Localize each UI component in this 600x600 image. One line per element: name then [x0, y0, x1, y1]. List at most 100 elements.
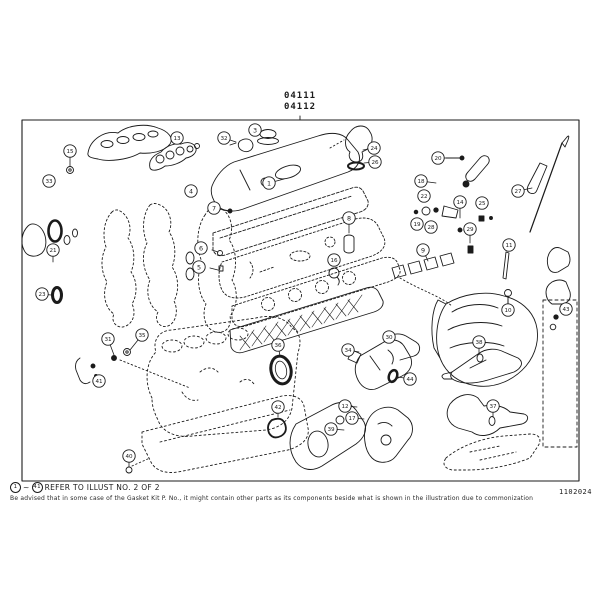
svg-text:9: 9: [421, 247, 425, 255]
svg-text:5: 5: [197, 264, 201, 272]
water-inlet-housing: [364, 406, 413, 463]
callout-17: 17: [345, 411, 365, 425]
svg-text:10: 10: [504, 308, 512, 314]
engine-block: [146, 316, 301, 437]
range-end-badge: 41: [31, 482, 43, 493]
svg-text:36: 36: [274, 343, 282, 349]
callout-41: 41: [92, 374, 106, 388]
svg-text:32: 32: [220, 136, 227, 142]
callout-16: 16: [327, 253, 341, 267]
svg-text:28: 28: [427, 225, 435, 231]
kit-code-04112: 04112: [283, 102, 317, 112]
oil-pan-baffle: [443, 433, 541, 471]
crankshaft-seal-ring: [269, 354, 293, 386]
callout-9: 9: [416, 243, 430, 262]
head-gasket: [231, 256, 401, 328]
hatched-gasket-plate: [229, 286, 384, 354]
svg-text:21: 21: [49, 248, 57, 254]
illustration-code: 1102024: [558, 488, 592, 496]
disclaimer-text: Be advised that in some case of the Gask…: [10, 495, 534, 502]
svg-text:8: 8: [347, 215, 351, 223]
svg-text:23: 23: [38, 292, 46, 298]
svg-text:41: 41: [95, 379, 103, 385]
callout-24: 24: [362, 141, 381, 155]
svg-text:15: 15: [66, 149, 74, 155]
callout-14: 14: [453, 195, 467, 219]
callout-32: 32: [217, 131, 237, 145]
svg-text:40: 40: [125, 454, 133, 460]
svg-text:3: 3: [253, 127, 257, 135]
right-edge-parts: [502, 247, 571, 305]
svg-text:14: 14: [456, 200, 464, 206]
kit-code-labels: 04111 04112: [250, 91, 350, 113]
callout-29: 29: [463, 222, 477, 244]
lower-left-hardware: [75, 348, 191, 474]
valve-cover-gasket: [212, 186, 369, 257]
callout-44: 44: [397, 372, 417, 386]
callout-30: 30: [382, 330, 396, 344]
valve-cover: [210, 129, 360, 212]
diagram-frame: [21, 115, 580, 482]
svg-text:38: 38: [475, 340, 483, 346]
refer-note-line: 1 ~ 41 REFER TO ILLUST NO. 2 OF 2: [10, 482, 590, 493]
callout-26: 26: [363, 155, 382, 169]
svg-text:7: 7: [212, 205, 216, 213]
callout-20: 20: [431, 151, 453, 165]
callout-37: 37: [486, 399, 500, 418]
callout-38: 38: [472, 335, 486, 355]
callout-15: 15: [63, 144, 77, 167]
callout-39: 39: [324, 422, 345, 436]
callout-18: 18: [414, 174, 437, 188]
svg-text:29: 29: [466, 227, 474, 233]
svg-text:18: 18: [417, 179, 425, 185]
mounting-support: [446, 394, 529, 436]
svg-text:4: 4: [189, 188, 193, 196]
svg-text:1: 1: [267, 180, 271, 188]
callout-27: 27: [511, 184, 533, 198]
svg-text:26: 26: [371, 160, 379, 166]
svg-text:20: 20: [434, 156, 442, 162]
svg-text:42: 42: [274, 405, 281, 411]
svg-text:22: 22: [420, 194, 427, 200]
svg-text:44: 44: [406, 377, 414, 383]
callout-8: 8: [342, 211, 356, 234]
callout-11: 11: [502, 238, 516, 252]
svg-text:11: 11: [505, 243, 513, 249]
callout-34: 34: [341, 343, 360, 357]
svg-text:37: 37: [489, 404, 497, 410]
left-seals-and-bolts: [21, 166, 78, 304]
water-outlet-housing: [347, 333, 421, 391]
callout-4: 4: [184, 184, 198, 198]
svg-text:30: 30: [385, 335, 393, 341]
callout-13: 13: [170, 131, 184, 145]
oil-pan: [141, 395, 309, 473]
callout-3: 3: [248, 123, 262, 137]
svg-text:16: 16: [330, 258, 338, 264]
svg-text:13: 13: [173, 136, 181, 142]
callout-40: 40: [122, 449, 136, 468]
svg-text:43: 43: [562, 307, 570, 313]
svg-text:24: 24: [370, 146, 378, 152]
callout-12: 12: [338, 399, 358, 413]
callout-36: 36: [271, 338, 285, 357]
svg-text:12: 12: [341, 404, 348, 410]
footer-notes: 1 ~ 41 REFER TO ILLUST NO. 2 OF 2 Be adv…: [10, 482, 590, 502]
svg-text:31: 31: [104, 337, 112, 343]
callout-25: 25: [475, 196, 489, 210]
callout-42: 42: [271, 400, 285, 418]
callout-22: 22: [417, 189, 431, 203]
oil-dipstick: [526, 135, 570, 233]
callout-6: 6: [194, 241, 208, 255]
svg-text:33: 33: [45, 179, 53, 185]
range-separator: ~: [23, 483, 30, 492]
exhaust-manifold-gasket: [87, 124, 200, 171]
svg-text:27: 27: [514, 189, 522, 195]
callout-35: 35: [129, 328, 149, 351]
callout-31: 31: [101, 332, 115, 356]
callout-19: 19: [410, 217, 424, 231]
cylinder-head: [218, 217, 386, 299]
refer-note-text: REFER TO ILLUST NO. 2 OF 2: [44, 483, 160, 492]
